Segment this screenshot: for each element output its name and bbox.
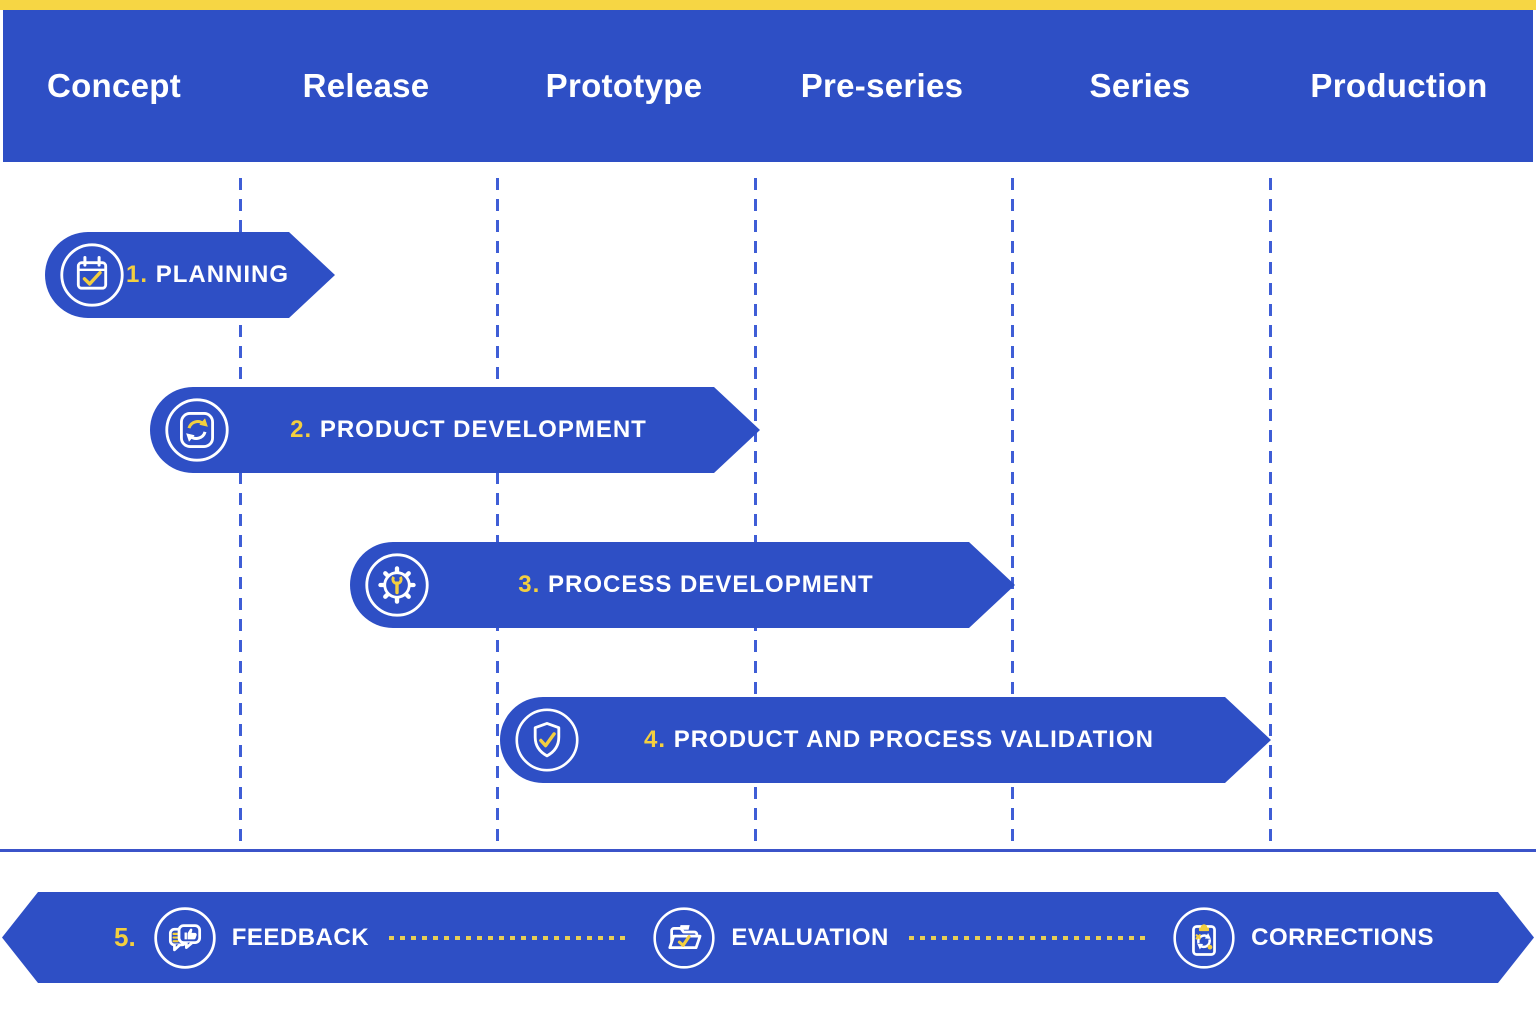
shield-check-icon (513, 706, 581, 774)
stage-title: PRODUCT AND PROCESS VALIDATION (673, 726, 1154, 753)
top-accent-strip (0, 0, 1536, 10)
stage-number: 1. (126, 261, 149, 288)
chat-thumbs-up-icon (152, 905, 218, 971)
stage-title: PROCESS DEVELOPMENT (547, 571, 874, 598)
feedback-loop-bar: 5. FEEDBACK (2, 892, 1534, 983)
dashed-connector-2 (909, 936, 1151, 940)
stage-label: 4. PRODUCT AND PROCESS VALIDATION (581, 726, 1271, 754)
loop-item-evaluation: EVALUATION (651, 905, 888, 971)
folder-check-icon (651, 905, 717, 971)
stage-number: 4. (644, 726, 667, 753)
phase-label-release: Release (302, 67, 430, 104)
column-divider-5 (1269, 178, 1272, 843)
dashed-connector-1 (389, 936, 631, 940)
sync-arrows-icon (163, 396, 231, 464)
stage-bar-planning: 1. PLANNING (45, 232, 335, 318)
stage-bar-product-development: 2. PRODUCT DEVELOPMENT (150, 387, 760, 473)
phase-label-series: Series (1089, 67, 1191, 104)
stage-title: PLANNING (155, 261, 290, 288)
phase-header-bar: Concept Release Prototype Pre-series Ser… (3, 10, 1533, 162)
separator-line (0, 849, 1536, 852)
stage-bar-process-development: 3. PROCESS DEVELOPMENT (350, 542, 1015, 628)
column-divider-2 (496, 178, 499, 843)
stage-number: 2. (290, 416, 313, 443)
stage-title: PRODUCT DEVELOPMENT (319, 416, 647, 443)
loop-label: CORRECTIONS (1251, 923, 1434, 951)
column-divider-4 (1011, 178, 1014, 843)
clipboard-refresh-icon (1171, 905, 1237, 971)
stage-label: 3. PROCESS DEVELOPMENT (431, 571, 1015, 599)
phase-label-pre-series: Pre-series (800, 67, 964, 104)
loop-item-corrections: CORRECTIONS (1171, 905, 1434, 971)
loop-label: FEEDBACK (231, 923, 370, 951)
stage-bar-product-process-validation: 4. PRODUCT AND PROCESS VALIDATION (500, 697, 1271, 783)
column-divider-1 (239, 178, 242, 843)
stage-label: 1. PLANNING (126, 261, 343, 289)
phase-label-production: Production (1310, 67, 1488, 104)
phase-label-prototype: Prototype (545, 67, 703, 104)
gear-wrench-icon (363, 551, 431, 619)
phase-label-concept: Concept (46, 67, 182, 104)
loop-item-feedback: FEEDBACK (152, 905, 369, 971)
column-divider-3 (754, 178, 757, 843)
stage-label: 2. PRODUCT DEVELOPMENT (231, 416, 760, 444)
loop-label: EVALUATION (731, 923, 889, 951)
calendar-check-icon (58, 241, 126, 309)
stage-number: 3. (518, 571, 541, 598)
loop-number: 5. (114, 922, 136, 952)
